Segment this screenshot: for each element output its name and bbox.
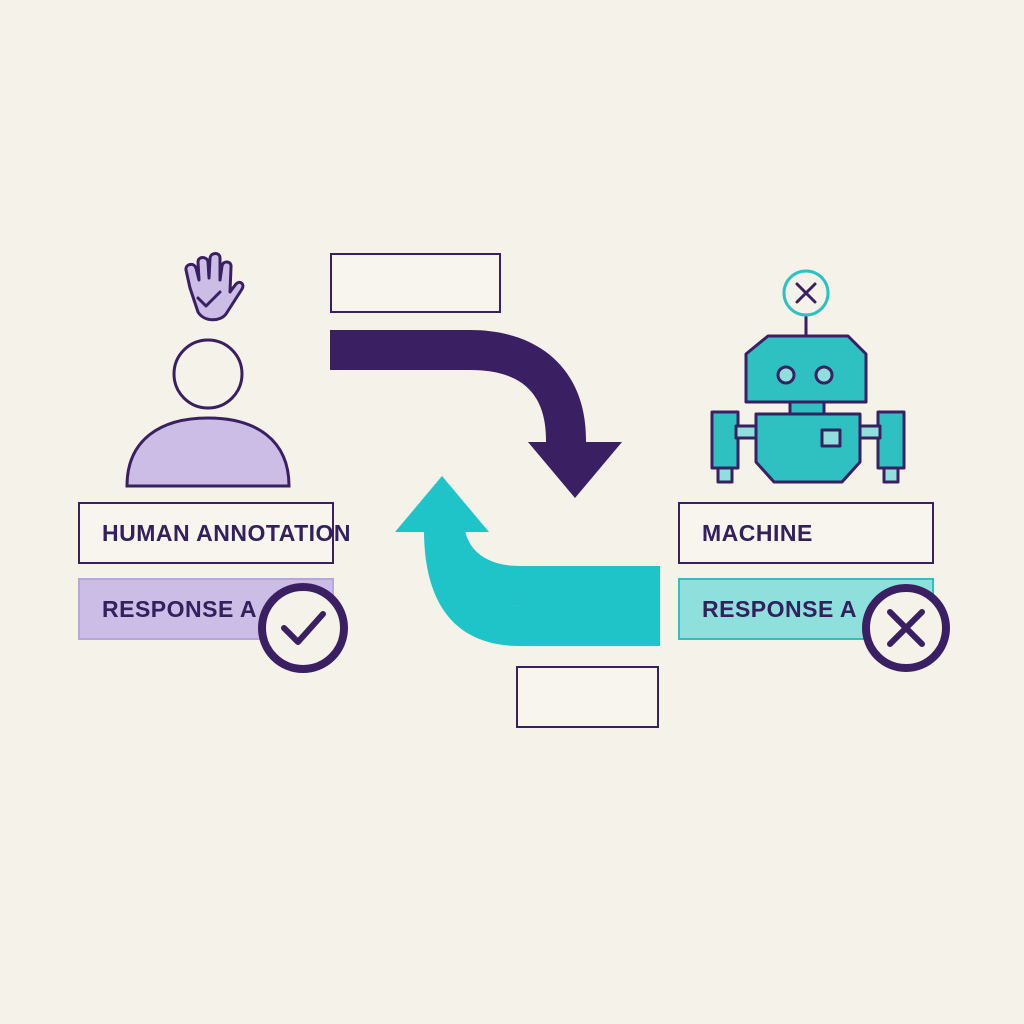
- hand-check-icon: [184, 252, 245, 322]
- person-icon: [125, 338, 291, 488]
- human-annotation-label: HUMAN ANNOTATION: [78, 502, 351, 564]
- check-circle-icon: [258, 583, 348, 673]
- feedback-arrow: [395, 476, 660, 646]
- robot-icon: [710, 334, 906, 484]
- forward-arrow: [330, 330, 622, 498]
- cross-circle-icon: [862, 584, 950, 672]
- x-circle-icon: [782, 269, 830, 336]
- empty-label-box-top: [330, 253, 501, 313]
- machine-label: MACHINE: [678, 502, 934, 564]
- empty-label-box-bottom: [516, 666, 659, 728]
